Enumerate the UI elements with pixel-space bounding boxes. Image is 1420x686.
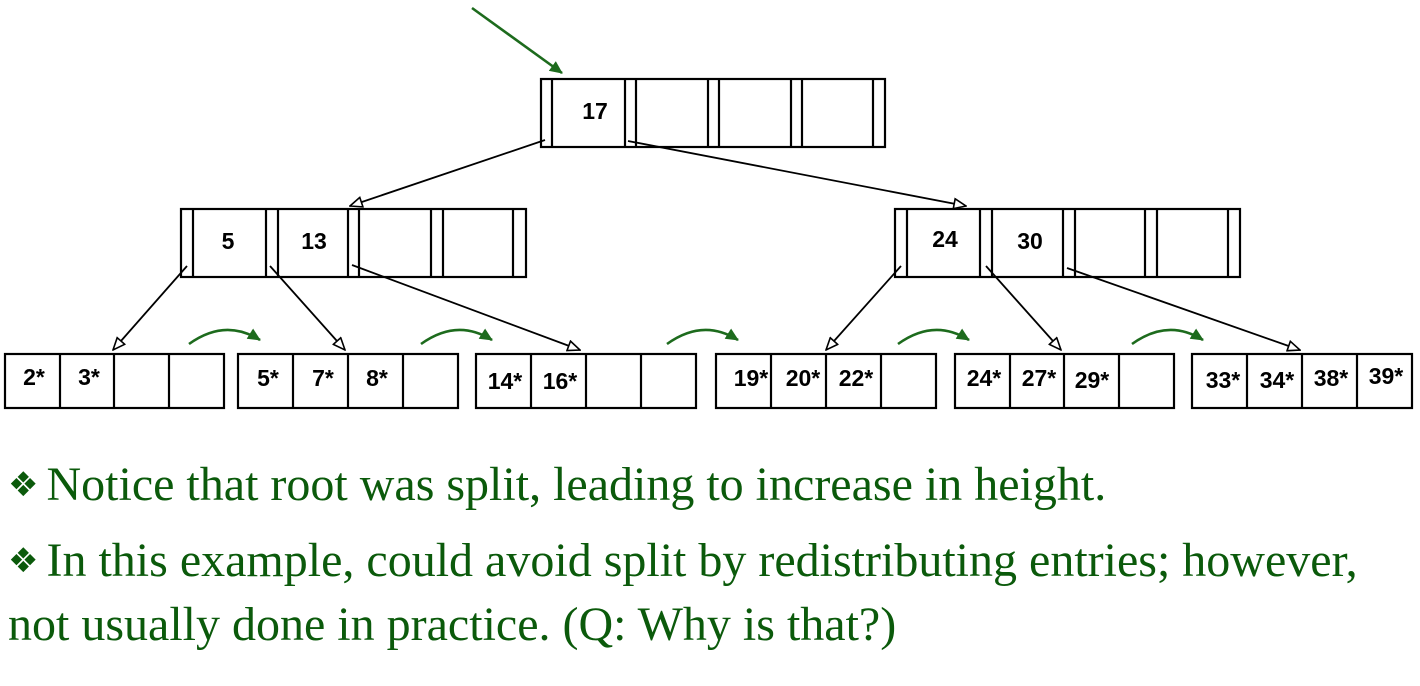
inner-node-right: 24 30 bbox=[893, 207, 1242, 279]
b-plus-tree-diagram: 17 5 13 24 30 bbox=[3, 6, 1414, 410]
inner-left-key: 5 bbox=[222, 228, 235, 254]
leaf-node: 33* 34* 38* 39* bbox=[1190, 352, 1414, 410]
leaf-entry: 38* bbox=[1314, 365, 1349, 391]
pointer-inner-leaf bbox=[826, 265, 902, 350]
leaf-node: 2* 3* bbox=[3, 352, 226, 410]
sibling-link-arrow bbox=[1131, 328, 1204, 346]
leaf-entry: 22* bbox=[839, 365, 874, 391]
leaf-node: 19* 20* 22* bbox=[714, 352, 938, 410]
bullet-item: ❖Notice that root was split, leading to … bbox=[8, 455, 1418, 519]
inner-right-key: 24 bbox=[932, 226, 958, 252]
root-key: 17 bbox=[582, 98, 608, 124]
leaf-entry: 5* bbox=[257, 365, 279, 391]
diamond-bullet-icon: ❖ bbox=[8, 541, 39, 581]
root-node: 17 bbox=[539, 77, 887, 149]
diamond-bullet-icon: ❖ bbox=[8, 465, 39, 505]
leaf-entry: 8* bbox=[366, 365, 388, 391]
leaf-entry: 20* bbox=[786, 365, 821, 391]
pointer-inner-leaf bbox=[269, 265, 345, 350]
leaf-node: 24* 27* 29* bbox=[953, 352, 1176, 410]
leaf-entry: 7* bbox=[312, 365, 334, 391]
pointer-inner-leaf bbox=[1066, 267, 1300, 350]
pointer-inner-leaf bbox=[113, 265, 188, 350]
leaf-entry: 14* bbox=[488, 368, 523, 394]
leaf-entry: 33* bbox=[1206, 367, 1241, 393]
pointer-root-left bbox=[350, 139, 546, 206]
inner-node-left: 5 13 bbox=[179, 207, 528, 279]
leaf-node: 5* 7* 8* bbox=[236, 352, 460, 410]
bullet-text: Notice that root was split, leading to i… bbox=[46, 458, 1107, 511]
leaf-entry: 3* bbox=[78, 364, 100, 390]
leaf-entry: 16* bbox=[543, 368, 578, 394]
sibling-link-arrow bbox=[420, 328, 493, 346]
sibling-link-arrow bbox=[188, 328, 261, 346]
pointer-root-right bbox=[627, 140, 966, 206]
leaf-entry: 39* bbox=[1369, 363, 1404, 389]
root-entry-arrow bbox=[471, 6, 563, 75]
bullet-text: In this example, could avoid split by re… bbox=[8, 534, 1358, 651]
leaf-node: 14* 16* bbox=[474, 352, 698, 410]
pointer-inner-leaf bbox=[351, 264, 580, 350]
sibling-link-arrow bbox=[666, 328, 739, 346]
leaf-entry: 34* bbox=[1260, 367, 1295, 393]
leaf-entry: 27* bbox=[1022, 365, 1057, 391]
inner-left-key: 13 bbox=[301, 228, 327, 254]
inner-right-key: 30 bbox=[1017, 228, 1043, 254]
leaf-entry: 29* bbox=[1075, 367, 1110, 393]
leaf-entry: 2* bbox=[23, 364, 45, 390]
pointer-inner-leaf bbox=[985, 265, 1061, 350]
leaf-entry: 19* bbox=[734, 365, 769, 391]
sibling-link-arrow bbox=[897, 328, 970, 346]
caption-bullets: ❖Notice that root was split, leading to … bbox=[8, 455, 1418, 667]
bullet-item: ❖In this example, could avoid split by r… bbox=[8, 531, 1418, 655]
leaf-entry: 24* bbox=[967, 365, 1002, 391]
